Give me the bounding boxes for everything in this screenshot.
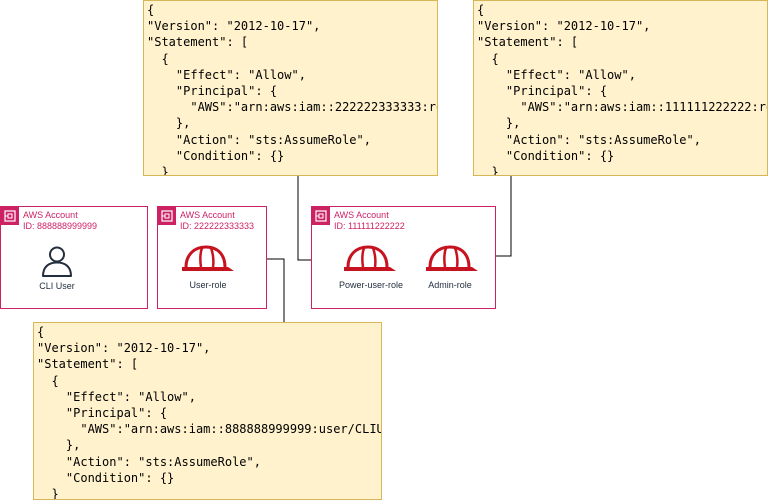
policy-line: }, — [477, 116, 521, 131]
policy-line: { — [147, 3, 155, 17]
trust-policy-bottom: {"Version": "2012-10-17","Statement": [ … — [33, 322, 382, 500]
trust-policy-top-right: {"Version": "2012-10-17","Statement": [ … — [473, 0, 768, 176]
policy-line: "Effect": "Allow", — [477, 67, 636, 82]
iam-role-helmet-icon — [426, 245, 478, 271]
policy-line: "Principal": { — [147, 84, 278, 99]
policy-line: "Statement": [ — [477, 35, 579, 50]
power-user-role-label: Power-user-role — [338, 280, 404, 290]
policy-line: { — [477, 51, 499, 66]
cli-user-label: CLI User — [39, 281, 75, 291]
policy-line: "Version": "2012-10-17", — [147, 19, 321, 34]
account-name: AWS Account — [334, 210, 389, 220]
policy-line: "Condition": {} — [37, 470, 175, 485]
account-name: AWS Account — [180, 210, 235, 220]
admin-role-label: Admin-role — [428, 280, 472, 290]
trust-policy-top-left: {"Version": "2012-10-17","Statement": [ … — [143, 0, 438, 176]
policy-line: "Version": "2012-10-17", — [37, 341, 211, 356]
policy-line: "Principal": { — [477, 84, 608, 99]
policy-line: "AWS":"arn:aws:iam::222222333333:root" — [147, 100, 438, 115]
policy-line: } — [477, 165, 499, 176]
aws-account-user-role: AWS Account ID: 222222333333 User-role — [157, 206, 267, 309]
iam-role-helmet-icon — [344, 245, 396, 271]
aws-account-icon — [1, 207, 19, 225]
policy-line: "Principal": { — [37, 406, 168, 421]
policy-line: "Action": "sts:AssumeRole", — [147, 132, 371, 147]
aws-account-icon — [158, 207, 176, 225]
policy-line: { — [37, 373, 59, 388]
policy-line: "Effect": "Allow", — [147, 67, 306, 82]
account-id: ID: 222222333333 — [180, 221, 255, 231]
policy-line: { — [37, 325, 45, 339]
policy-line: "Effect": "Allow", — [37, 389, 196, 404]
policy-line: { — [477, 3, 485, 17]
policy-line: } — [37, 487, 59, 500]
policy-line: "Version": "2012-10-17", — [477, 19, 651, 34]
policy-line: "Action": "sts:AssumeRole", — [37, 454, 261, 469]
policy-line: "AWS":"arn:aws:iam::888888999999:user/CL… — [37, 422, 382, 437]
aws-account-admin: AWS Account ID: 111111222222 Power-user-… — [311, 206, 496, 309]
account-name: AWS Account — [23, 210, 78, 220]
policy-line: "Statement": [ — [147, 35, 249, 50]
account-id: ID: 888888999999 — [23, 221, 98, 231]
policy-line: "Statement": [ — [37, 357, 139, 372]
user-role-label: User-role — [189, 280, 227, 290]
policy-line: { — [147, 51, 169, 66]
policy-line: } — [147, 165, 169, 176]
policy-line: }, — [147, 116, 191, 131]
policy-line: "Condition": {} — [477, 148, 615, 163]
policy-line: "Condition": {} — [147, 148, 285, 163]
policy-line: }, — [37, 438, 81, 453]
policy-line: "Action": "sts:AssumeRole", — [477, 132, 701, 147]
user-icon — [42, 246, 72, 277]
aws-account-icon — [312, 207, 330, 225]
account-id: ID: 111111222222 — [334, 221, 405, 231]
iam-role-helmet-icon — [182, 245, 234, 271]
policy-line: "AWS":"arn:aws:iam::111111222222:root" — [477, 100, 768, 115]
aws-account-cli: AWS Account ID: 888888999999 CLI User — [0, 206, 148, 309]
